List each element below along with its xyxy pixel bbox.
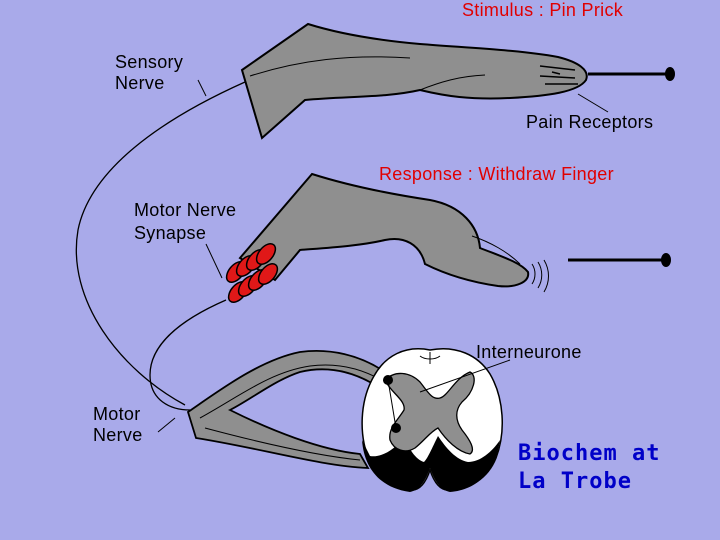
sensory-nerve-fibre bbox=[75, 81, 246, 406]
interneurone-link bbox=[387, 379, 397, 429]
sensory-nerve-label-line1: Sensory bbox=[115, 52, 184, 72]
pain-receptors-label: Pain Receptors bbox=[526, 112, 654, 132]
pain-receptors-pointer bbox=[577, 93, 609, 113]
motor-nerve-label-line2: Nerve bbox=[93, 425, 143, 445]
nerve-roots bbox=[186, 350, 387, 469]
motion-lines bbox=[531, 259, 549, 293]
spinal-cord-midline bbox=[419, 352, 441, 364]
interneurone-label: Interneurone bbox=[476, 342, 582, 362]
finger-lower bbox=[238, 172, 530, 288]
motor-nerve-pointer bbox=[157, 417, 176, 433]
motor-synapse-label-line1: Motor Nerve bbox=[134, 200, 237, 220]
motor-synapse bbox=[225, 243, 279, 303]
response-label: Response : Withdraw Finger bbox=[379, 164, 614, 184]
brand-line2: La Trobe bbox=[518, 469, 632, 494]
pin-head-lower bbox=[661, 253, 671, 267]
finger-lower-crease bbox=[471, 235, 521, 265]
motor-nerve-fibre bbox=[149, 299, 227, 411]
nerve-root-inner bbox=[199, 364, 386, 461]
spinal-cord-ventral-dark bbox=[362, 436, 500, 492]
finger-upper bbox=[240, 22, 588, 140]
sensory-nerve-label-line2: Nerve bbox=[115, 73, 165, 93]
motor-nerve-label-line1: Motor bbox=[93, 404, 141, 424]
pin-head-upper bbox=[665, 67, 675, 81]
spinal-cord-grey-matter bbox=[384, 371, 475, 455]
synapse-pointer bbox=[205, 243, 223, 279]
finger-upper-crease bbox=[249, 56, 486, 91]
sensory-nerve-pointer bbox=[197, 79, 207, 97]
pain-receptor-marks bbox=[539, 65, 578, 85]
motor-synapse-label-line2: Synapse bbox=[134, 223, 207, 243]
stimulus-label: Stimulus : Pin Prick bbox=[462, 0, 624, 20]
brand-line1: Biochem at bbox=[518, 441, 661, 466]
interneurone-pointer bbox=[419, 359, 511, 393]
